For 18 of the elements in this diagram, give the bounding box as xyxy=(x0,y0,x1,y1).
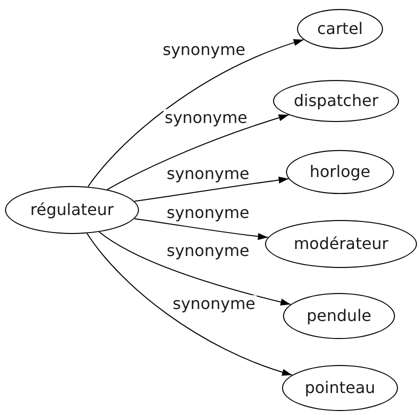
arrow xyxy=(106,114,290,190)
node-label: régulateur xyxy=(30,200,114,220)
edge-label: synonyme xyxy=(164,109,248,127)
node-label: dispatcher xyxy=(294,92,378,110)
node-label: modérateur xyxy=(294,234,388,254)
node-label: pointeau xyxy=(304,378,376,398)
ellipse-node xyxy=(297,9,383,49)
ellipse-node xyxy=(282,365,398,411)
edge-label: synonyme xyxy=(172,295,256,313)
arrow xyxy=(88,39,304,188)
arrow xyxy=(134,176,290,202)
ellipse-node xyxy=(283,293,395,339)
node-label: horloge xyxy=(310,162,370,182)
arrow xyxy=(86,232,293,376)
arrow xyxy=(134,218,268,240)
arrow xyxy=(98,231,292,306)
node-label: pendule xyxy=(306,306,372,326)
node-label: cartel xyxy=(317,20,363,38)
